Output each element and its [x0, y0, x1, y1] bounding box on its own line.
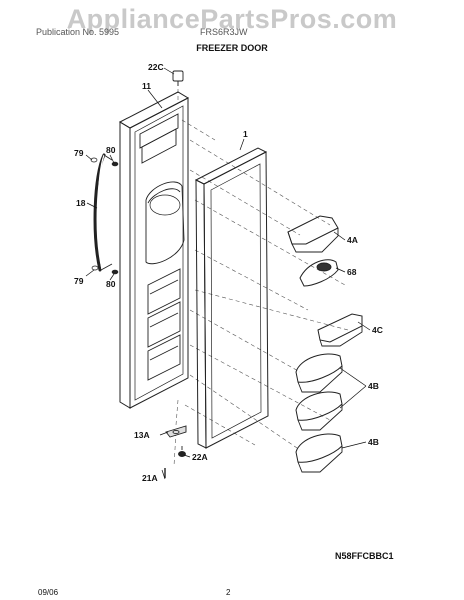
callout-80-lower: 80	[106, 279, 116, 289]
hinge-cap-22c	[172, 70, 184, 86]
publication-number: Publication No. 5995	[36, 27, 120, 37]
door-bin-4b-upper	[295, 353, 343, 393]
handle-caps	[90, 157, 99, 271]
handle-screws	[111, 161, 119, 275]
callout-68: 68	[347, 267, 357, 277]
watermark-text: AppliancePartsPros.com	[66, 4, 398, 34]
model-code: N58FFCBBC1	[335, 551, 394, 561]
bottom-hinge	[165, 425, 187, 438]
explosion-lines	[173, 80, 349, 467]
callout-4a: 4A	[347, 235, 358, 245]
callout-79-upper: 79	[74, 148, 84, 158]
callout-22a: 22A	[192, 452, 208, 462]
door-handle	[93, 153, 113, 272]
model-header: FRS6R3JW	[200, 27, 248, 37]
callout-1: 1	[243, 129, 248, 139]
door-panel	[118, 91, 190, 409]
door-gasket	[194, 147, 269, 449]
callout-4c: 4C	[372, 325, 383, 335]
callout-22c: 22C	[148, 62, 164, 72]
door-bin-4a	[287, 215, 339, 253]
page-title: FREEZER DOOR	[196, 43, 268, 53]
callout-4b-upper: 4B	[368, 381, 379, 391]
callout-11: 11	[142, 81, 151, 91]
callout-4b-lower: 4B	[368, 437, 379, 447]
callout-18: 18	[76, 198, 86, 208]
callout-21a: 21A	[142, 473, 158, 483]
footer-page-number: 2	[226, 588, 231, 597]
footer-date: 09/06	[38, 588, 59, 597]
hinge-screw-22a	[178, 446, 186, 457]
callout-80-upper: 80	[106, 145, 116, 155]
part-68	[299, 259, 339, 287]
callout-79-lower: 79	[74, 276, 84, 286]
door-bin-4b-middle	[295, 391, 343, 431]
door-bin-4c	[317, 313, 363, 347]
door-bin-4b-lower	[295, 433, 343, 473]
callout-13a: 13A	[134, 430, 150, 440]
leader-lines	[85, 67, 371, 480]
